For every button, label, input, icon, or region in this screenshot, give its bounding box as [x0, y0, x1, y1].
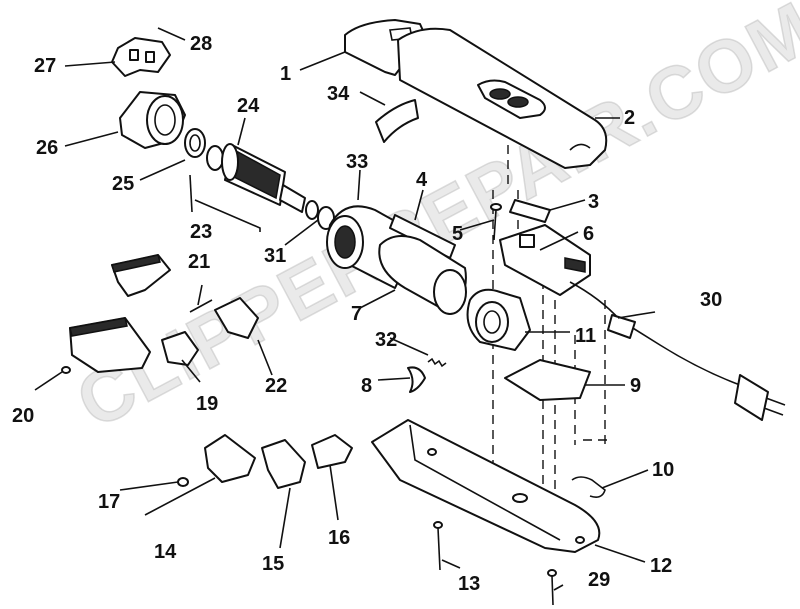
- part-11-end-frame: [466, 288, 531, 351]
- part-26-blade-holder: [119, 91, 186, 149]
- part-5-screw: [490, 203, 502, 241]
- part-8-arc-piece: [407, 366, 426, 393]
- part-6-switch-assembly: [499, 224, 591, 296]
- part-29-screw: [547, 569, 557, 606]
- part-number-labels: 1 2 3 4 5 6 7 8 9 10 11 12 13 14 15 16 1…: [12, 33, 722, 595]
- label-22: 22: [265, 375, 287, 397]
- label-7: 7: [351, 303, 362, 325]
- part-21-pin: [189, 299, 213, 313]
- label-30: 30: [700, 289, 722, 311]
- part-2-top-housing: [397, 27, 608, 169]
- part-27-28-clip-bracket: [111, 37, 171, 77]
- part-13-screw: [433, 521, 443, 571]
- part-25-ring: [184, 128, 206, 158]
- part-9-insulator-sheet: [504, 359, 591, 401]
- label-1: 1: [280, 63, 291, 85]
- part-7-field-sleeve: [378, 235, 467, 315]
- leader-lines: [34, 27, 656, 591]
- label-6: 6: [583, 223, 594, 245]
- label-19: 19: [196, 393, 218, 415]
- part-16-plate: [311, 434, 353, 469]
- part-20-screw: [61, 366, 71, 374]
- label-9: 9: [630, 375, 641, 397]
- label-23: 23: [190, 221, 212, 243]
- label-24: 24: [237, 95, 260, 117]
- label-20: 20: [12, 405, 34, 427]
- part-12-bottom-housing: [371, 419, 601, 553]
- label-4: 4: [416, 169, 428, 191]
- label-16: 16: [328, 527, 350, 549]
- label-34: 34: [327, 83, 350, 105]
- label-12: 12: [650, 555, 672, 577]
- label-5: 5: [452, 223, 463, 245]
- label-2: 2: [624, 107, 635, 129]
- part-24-armature: [206, 143, 319, 220]
- label-3: 3: [588, 191, 599, 213]
- part-14-lever: [204, 434, 256, 483]
- upper-cutter-blade: [111, 254, 171, 297]
- label-14: 14: [154, 541, 177, 563]
- label-21: 21: [188, 251, 210, 273]
- label-31: 31: [264, 245, 286, 267]
- label-17: 17: [98, 491, 120, 513]
- part-10-spring-clip: [571, 476, 606, 498]
- label-32: 32: [375, 329, 397, 351]
- label-8: 8: [361, 375, 372, 397]
- label-13: 13: [458, 573, 480, 595]
- label-26: 26: [36, 137, 58, 159]
- label-29: 29: [588, 569, 610, 591]
- lower-blade: [69, 317, 151, 373]
- part-22-bracket: [214, 297, 259, 339]
- label-25: 25: [112, 173, 134, 195]
- part-34-arc-insert: [375, 99, 419, 143]
- part-17-screw: [177, 477, 189, 487]
- part-3-pad: [509, 199, 551, 223]
- label-10: 10: [652, 459, 674, 481]
- label-28: 28: [190, 33, 212, 55]
- label-33: 33: [346, 151, 368, 173]
- label-15: 15: [262, 553, 284, 575]
- label-11: 11: [575, 325, 596, 347]
- part-19-bracket: [161, 331, 199, 366]
- part-32-spring: [427, 357, 447, 368]
- label-27: 27: [34, 55, 56, 77]
- part-30-power-cord: [569, 281, 786, 421]
- part-15-latch: [261, 439, 306, 489]
